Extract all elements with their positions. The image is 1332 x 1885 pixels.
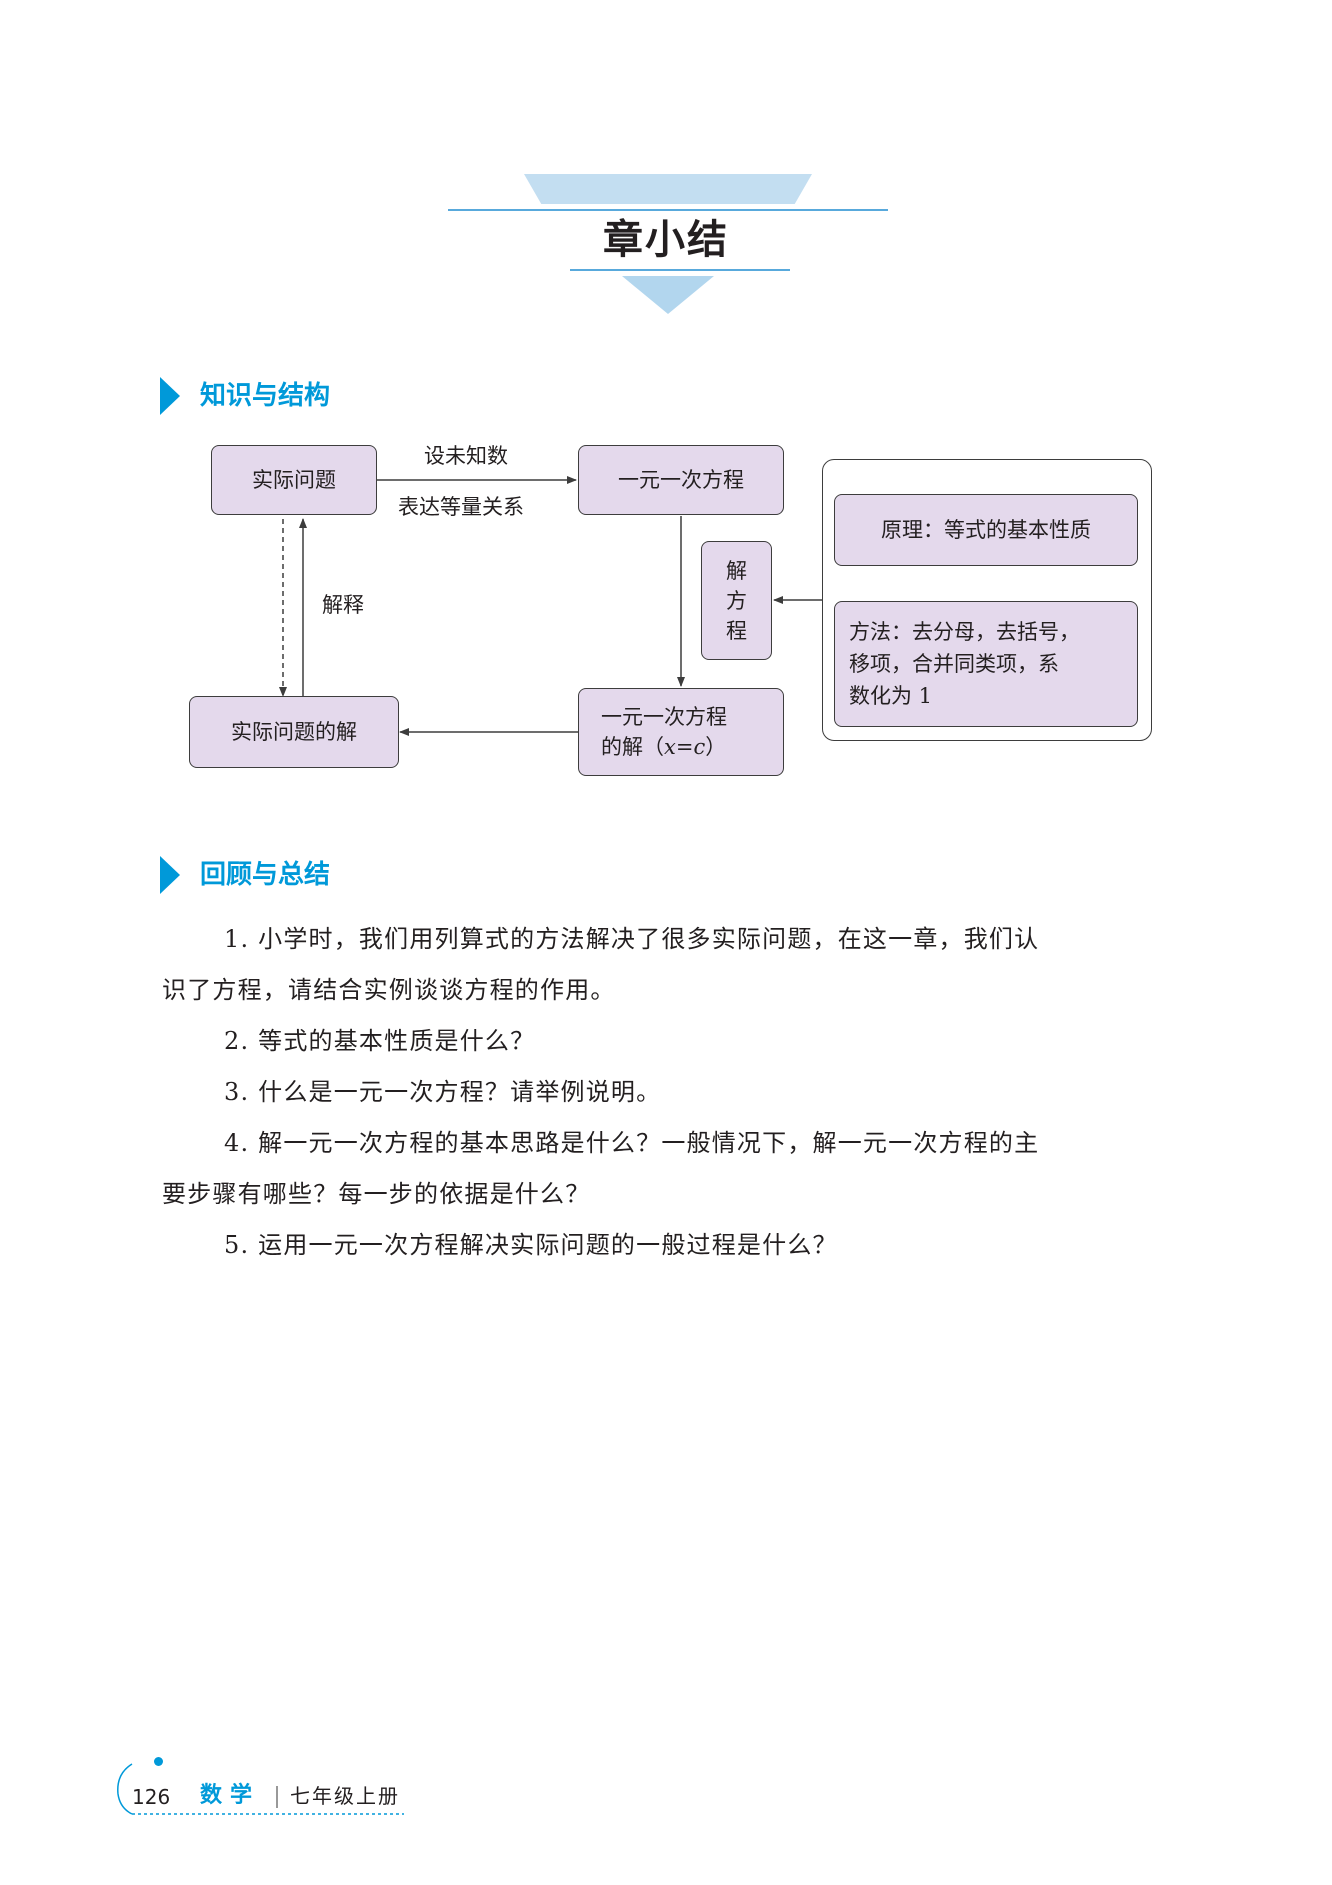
solution-prefix: 的解（ (601, 735, 664, 759)
section-heading-review: 回顾与总结 (200, 860, 331, 890)
node-method-line: 数化为 1 (849, 684, 933, 708)
review-item-3: 3. 什么是一元一次方程？请举例说明。 (224, 1078, 662, 1106)
review-item-4-line2: 要步骤有哪些？每一步的依据是什么？ (162, 1180, 591, 1208)
footer-decoration (117, 1763, 404, 1815)
knowledge-structure-diagram: 实际问题 一元一次方程 解 方 程 原理：等式的基本性质 方法：去分母，去括号，… (0, 0, 1332, 800)
node-equation-solution-line1: 一元一次方程 (601, 705, 727, 729)
review-item-4-line1: 4. 解一元一次方程的基本思路是什么？一般情况下，解一元一次方程的主 (224, 1129, 1040, 1157)
solution-math: x=c (664, 735, 706, 759)
node-method-line: 移项，合并同类项，系 (849, 652, 1059, 676)
review-item-2: 2. 等式的基本性质是什么？ (224, 1027, 536, 1055)
title-bottom-rule (570, 269, 790, 271)
edge-label-set-unknown: 设未知数 (424, 444, 508, 468)
node-solve-char: 程 (726, 618, 747, 643)
node-method-line: 方法：去分母，去括号， (849, 620, 1080, 644)
footer-dot-icon (154, 1757, 163, 1766)
page-title: 章小结 (603, 216, 729, 263)
edge-label-express-relation: 表达等量关系 (398, 495, 524, 519)
node-equation-solution-line2: 的解（x=c） (601, 732, 726, 762)
review-item-1-line1: 1. 小学时，我们用列算式的方法解决了很多实际问题，在这一章，我们认 (224, 925, 1040, 953)
node-principle: 原理：等式的基本性质 (834, 494, 1138, 566)
node-actual-problem-label: 实际问题 (252, 468, 336, 492)
title-top-decoration (524, 174, 812, 204)
footer-separator (276, 1786, 278, 1808)
node-actual-solution-label: 实际问题的解 (231, 720, 357, 744)
node-linear-equation-label: 一元一次方程 (618, 468, 744, 492)
review-item-5: 5. 运用一元一次方程解决实际问题的一般过程是什么？ (224, 1231, 838, 1259)
node-solve-char: 方 (726, 588, 747, 613)
solution-suffix: ） (705, 735, 727, 759)
footer-grade: 七年级上册 (290, 1784, 400, 1808)
node-equation-solution: 一元一次方程 的解（x=c） (578, 688, 784, 776)
page-number: 126 (132, 1785, 171, 1809)
node-linear-equation: 一元一次方程 (578, 445, 784, 515)
section-marker-icon (160, 856, 180, 894)
node-actual-solution: 实际问题的解 (189, 696, 399, 768)
node-solve-char: 解 (726, 558, 747, 583)
title-top-rule (448, 209, 888, 211)
node-solve-equation: 解 方 程 (701, 541, 772, 660)
review-item-1-line2: 识了方程，请结合实例谈谈方程的作用。 (162, 976, 616, 1004)
footer-subject: 数学 (200, 1783, 261, 1808)
section-heading-knowledge: 知识与结构 (200, 381, 331, 411)
node-method: 方法：去分母，去括号， 移项，合并同类项，系 数化为 1 (834, 601, 1138, 727)
edge-label-interpret: 解释 (322, 593, 364, 617)
node-actual-problem: 实际问题 (211, 445, 377, 515)
diagram-arrows (279, 476, 822, 736)
node-principle-label: 原理：等式的基本性质 (881, 518, 1091, 542)
